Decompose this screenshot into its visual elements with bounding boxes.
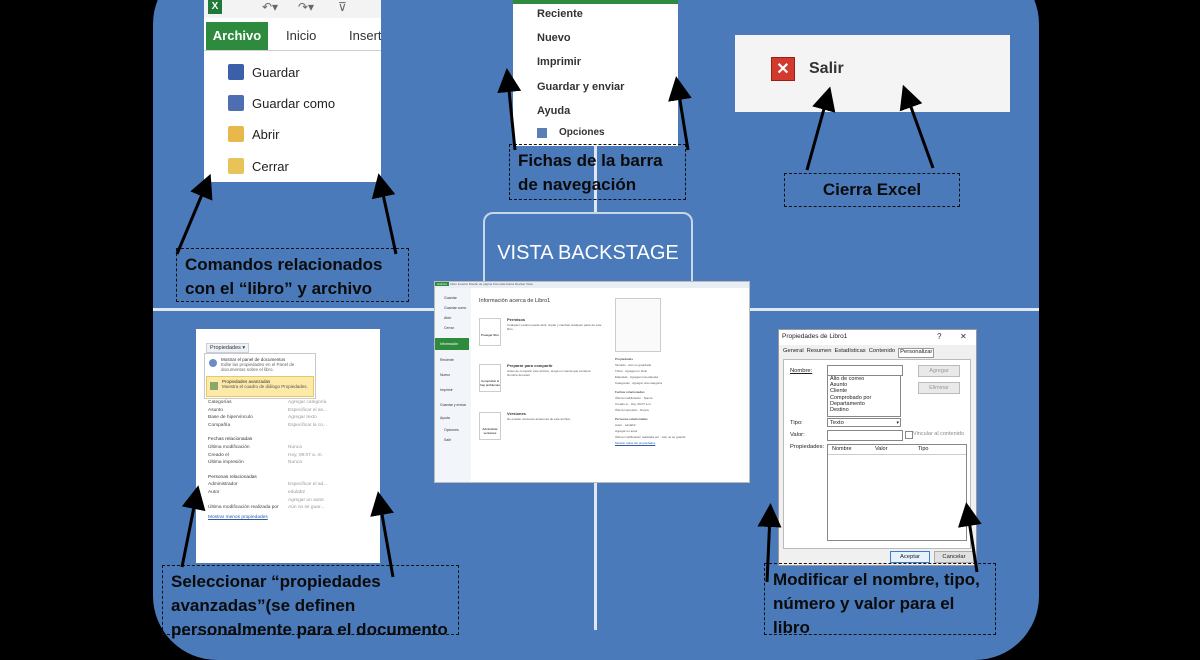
page-title: VISTA BACKSTAGE bbox=[497, 242, 679, 264]
backstage-section-2: Comprobar si hay problemas Preparar para… bbox=[479, 360, 605, 400]
exit-label: Salir bbox=[809, 60, 844, 77]
nav-item-reciente[interactable]: Reciente bbox=[537, 8, 583, 20]
nav-item-guardar-enviar[interactable]: Guardar y enviar bbox=[537, 81, 625, 93]
title-box: VISTA BACKSTAGE bbox=[483, 212, 693, 292]
panel-icon bbox=[209, 359, 217, 367]
check-issues-button[interactable]: Comprobar si hay problemas bbox=[479, 364, 501, 392]
tab-contenido[interactable]: Contenido bbox=[868, 348, 896, 354]
ribbon-strip: Archivo Inicio Insertar Diseño de página… bbox=[435, 282, 749, 288]
redo-icon[interactable]: ↷▾ bbox=[298, 0, 315, 14]
help-button[interactable]: ? bbox=[937, 332, 942, 341]
tab-inicio[interactable]: Inicio bbox=[286, 28, 317, 43]
backstage-properties: Propiedades Tamaño · Aún no guardado Tít… bbox=[615, 356, 745, 446]
sidebar-info-active[interactable]: Información bbox=[435, 338, 469, 350]
chevron-down-icon: ▾ bbox=[896, 420, 899, 426]
command-cerrar[interactable]: Cerrar bbox=[228, 158, 289, 174]
show-all-properties-link[interactable]: Mostrar todas las propiedades bbox=[615, 441, 656, 445]
link-checkbox-label: Vincular al contenido bbox=[913, 431, 964, 437]
value-label: Valor: bbox=[790, 432, 805, 438]
properties-icon bbox=[210, 382, 218, 390]
command-abrir[interactable]: Abrir bbox=[228, 126, 279, 142]
close-folder-icon bbox=[228, 158, 244, 174]
callout-nav: Fichas de la barra de navegación bbox=[509, 144, 686, 200]
options-icon bbox=[537, 127, 547, 138]
backstage-section-1: Proteger libro Permisos Cualquier usuari… bbox=[479, 314, 605, 354]
open-folder-icon bbox=[228, 126, 244, 142]
value-input[interactable] bbox=[827, 430, 903, 441]
exit-icon: ✕ bbox=[771, 57, 795, 81]
name-label: Nombre: bbox=[790, 368, 813, 374]
menu-advanced-properties[interactable]: Propiedades avanzadas Muestra el cuadro … bbox=[206, 376, 314, 397]
dialog-tabs: General Resumen Estadísticas Contenido P… bbox=[783, 348, 973, 358]
properties-table[interactable]: Nombre Valor Tipo bbox=[827, 444, 967, 541]
backstage-sidebar: Guardar Guardar como Abrir Cerrar Inform… bbox=[435, 288, 471, 482]
callout-exit: Cierra Excel bbox=[784, 173, 960, 207]
link-checkbox[interactable] bbox=[905, 431, 913, 439]
excel-icon: X bbox=[208, 0, 222, 14]
properties-menu: Mostrar el panel de documentos Edite las… bbox=[204, 353, 316, 399]
tab-estadisticas[interactable]: Estadísticas bbox=[834, 348, 866, 354]
protect-book-button[interactable]: Proteger libro bbox=[479, 318, 501, 346]
ok-button[interactable]: Aceptar bbox=[890, 551, 930, 563]
type-select[interactable]: Texto ▾ bbox=[827, 418, 901, 427]
backstage-screenshot: Archivo Inicio Insertar Diseño de página… bbox=[434, 281, 750, 483]
nav-item-imprimir[interactable]: Imprimir bbox=[537, 56, 582, 68]
tab-general[interactable]: General bbox=[783, 348, 804, 354]
add-button[interactable]: Agregar bbox=[918, 365, 960, 377]
callout-advanced: Seleccionar “propiedades avanzadas”(se d… bbox=[162, 565, 459, 639]
manage-versions-button[interactable]: Administrar versiones bbox=[479, 412, 501, 440]
backstage-heading: Información acerca de Libro1 bbox=[479, 298, 551, 304]
show-less-properties-link[interactable]: Mostrar menos propiedades bbox=[208, 514, 268, 520]
menu-show-panel[interactable]: Mostrar el panel de documentos Edite las… bbox=[209, 357, 311, 372]
nav-item-nuevo[interactable]: Nuevo bbox=[537, 32, 571, 44]
nav-item-ayuda[interactable]: Ayuda bbox=[537, 105, 571, 117]
backstage-section-3: Administrar versiones Versiones No exist… bbox=[479, 408, 605, 448]
callout-modify: Modificar el nombre, tipo, número y valo… bbox=[764, 563, 996, 637]
properties-table-header: Nombre Valor Tipo bbox=[828, 445, 966, 455]
properties-dropdown[interactable]: Propiedades ▾ bbox=[206, 343, 250, 353]
tab-resumen[interactable]: Resumen bbox=[806, 348, 832, 354]
save-icon bbox=[228, 64, 244, 80]
delete-button[interactable]: Eliminar bbox=[918, 382, 960, 394]
quick-access-bar: X ↶▾ ↷▾ ⊽ bbox=[204, 0, 381, 18]
nav-item-opciones[interactable]: Opciones bbox=[537, 127, 605, 138]
properties-label: Propiedades: bbox=[790, 444, 825, 450]
exit-panel: ✕ Salir bbox=[735, 35, 1010, 112]
dialog-body: Nombre: Agregar Eliminar Alto de correo … bbox=[783, 359, 971, 549]
dialog-titlebar: Propiedades de Libro1 ? ✕ bbox=[779, 330, 976, 345]
exit-button[interactable]: ✕ Salir bbox=[771, 57, 844, 81]
save-as-icon bbox=[228, 95, 244, 111]
command-guardar[interactable]: Guardar bbox=[228, 64, 300, 80]
tab-archivo[interactable]: Archivo bbox=[206, 22, 268, 50]
dialog-title: Propiedades de Libro1 bbox=[782, 333, 848, 340]
backstage-preview bbox=[615, 298, 661, 352]
file-commands-panel: X ↶▾ ↷▾ ⊽ Archivo Inicio Insert Guardar … bbox=[204, 0, 381, 182]
nav-tabs-panel: Reciente Nuevo Imprimir Guardar y enviar… bbox=[513, 0, 678, 146]
properties-panel: Propiedades ▾ Mostrar el panel de docume… bbox=[196, 329, 380, 563]
tab-insert[interactable]: Insert bbox=[349, 28, 381, 43]
ribbon-underline bbox=[204, 50, 381, 51]
close-button[interactable]: ✕ bbox=[960, 332, 967, 341]
name-list[interactable]: Alto de correo Asunto Cliente Comprobado… bbox=[827, 375, 901, 417]
type-label: Tipo: bbox=[790, 420, 803, 426]
properties-dialog: Propiedades de Libro1 ? ✕ General Resume… bbox=[778, 329, 977, 566]
tab-personalizar[interactable]: Personalizar bbox=[898, 348, 935, 358]
nav-top-border bbox=[513, 0, 678, 4]
command-guardar-como[interactable]: Guardar como bbox=[228, 95, 335, 111]
undo-icon[interactable]: ↶▾ bbox=[262, 0, 279, 14]
callout-commands: Comandos relacionados con el “libro” y a… bbox=[176, 248, 409, 302]
customize-icon[interactable]: ⊽ bbox=[338, 0, 347, 14]
cancel-button[interactable]: Cancelar bbox=[934, 551, 974, 563]
